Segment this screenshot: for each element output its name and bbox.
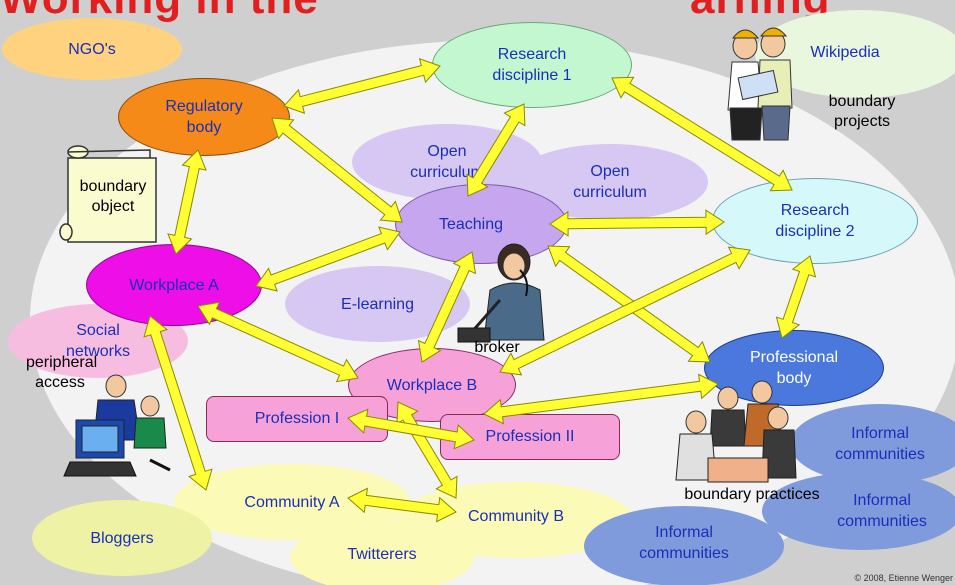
broker-woman-icon [457,243,545,343]
arrow-regulatory-body-to-workplace-a [167,149,207,255]
arrow-research-discipline-1-to-teaching [466,103,526,197]
regulatory-body-label: Regulatory body [165,98,243,136]
broker-label: broker [474,339,520,356]
research-discipline-2-label: Research discipline 2 [775,202,855,240]
workplace-b-label: Workplace B [386,376,478,394]
arrow-profession-1-to-profession-2 [347,408,475,450]
informal-communities-1-oval: Informal communities [790,404,955,484]
profession-2-label: Profession II [485,428,575,445]
wikipedia-label: Wikipedia [810,44,880,61]
arrow-professional-body-to-profession-2 [483,373,719,425]
boundary-practices-label: boundary practices [684,486,820,503]
bloggers-oval: Bloggers [32,500,212,576]
profession-1-label: Profession I [254,410,340,427]
community-a-label: Community A [244,493,340,511]
twitterers-label: Twitterers [347,545,417,563]
teaching-node: Teaching [395,184,567,264]
arrow-teaching-to-workplace-b [417,251,477,363]
arrow-community-a-to-community-b [347,487,457,523]
informal-communities-3-label: Informal communities [639,524,729,562]
teaching-label: Teaching [438,215,504,233]
arrow-workplace-a-to-community-a [143,315,213,491]
workplace-a-label: Workplace A [129,276,219,294]
research-discipline-1-label: Research discipline 1 [492,46,572,84]
arrow-workplace-a-to-workplace-b [197,301,359,383]
title-right: arning [690,0,830,24]
research-discipline-1-node: Research discipline 1 [432,22,632,108]
arrow-research-discipline-1-to-research-discipline-2 [611,76,793,192]
construction-workers-icon [727,27,793,141]
social-networks-label: Social networks [65,322,131,360]
title-left: Working in the [0,0,319,23]
professional-body-label: Professional body [749,349,839,387]
informal-communities-2-oval: Informal communities [762,472,955,550]
informal-communities-3-oval: Informal communities [584,506,784,585]
informal-communities-2-label: Informal communities [837,492,927,530]
boundary-projects-label: boundary projects [828,93,896,130]
business-meeting-icon [675,380,797,483]
boundary-object-label: boundary object [79,178,147,215]
e-learning-label: E-learning [341,295,414,313]
bloggers-label: Bloggers [90,529,154,547]
informal-communities-1-label: Informal communities [835,425,925,463]
open-curriculum-1-label: Open curriculum [410,143,484,181]
arrow-research-discipline-2-to-professional-body [775,255,817,339]
people-at-computer-icon [63,374,171,477]
slide-title: Working in the arning [0,0,829,24]
community-b-label: Community B [467,507,565,525]
arrow-teaching-to-research-discipline-2 [549,209,725,237]
arrow-research-discipline-2-to-workplace-b [499,246,751,376]
workplace-a-node: Workplace A [86,244,262,326]
ngos-label: NGO's [68,40,116,58]
open-curriculum-2-label: Open curriculum [573,163,647,201]
twitterers-oval: Twitterers [290,522,474,585]
scroll-icon [59,145,157,243]
arrow-regulatory-body-to-teaching [271,117,403,223]
regulatory-body-node: Regulatory body [118,78,290,156]
arrow-teaching-to-workplace-a [255,226,401,292]
arrow-regulatory-body-to-research-discipline-1 [283,58,441,114]
peripheral-access-label: peripheral access [26,354,98,391]
ngos-oval: NGO's [2,18,182,80]
copyright-notice: © 2008, Etienne Wenger [854,573,953,583]
